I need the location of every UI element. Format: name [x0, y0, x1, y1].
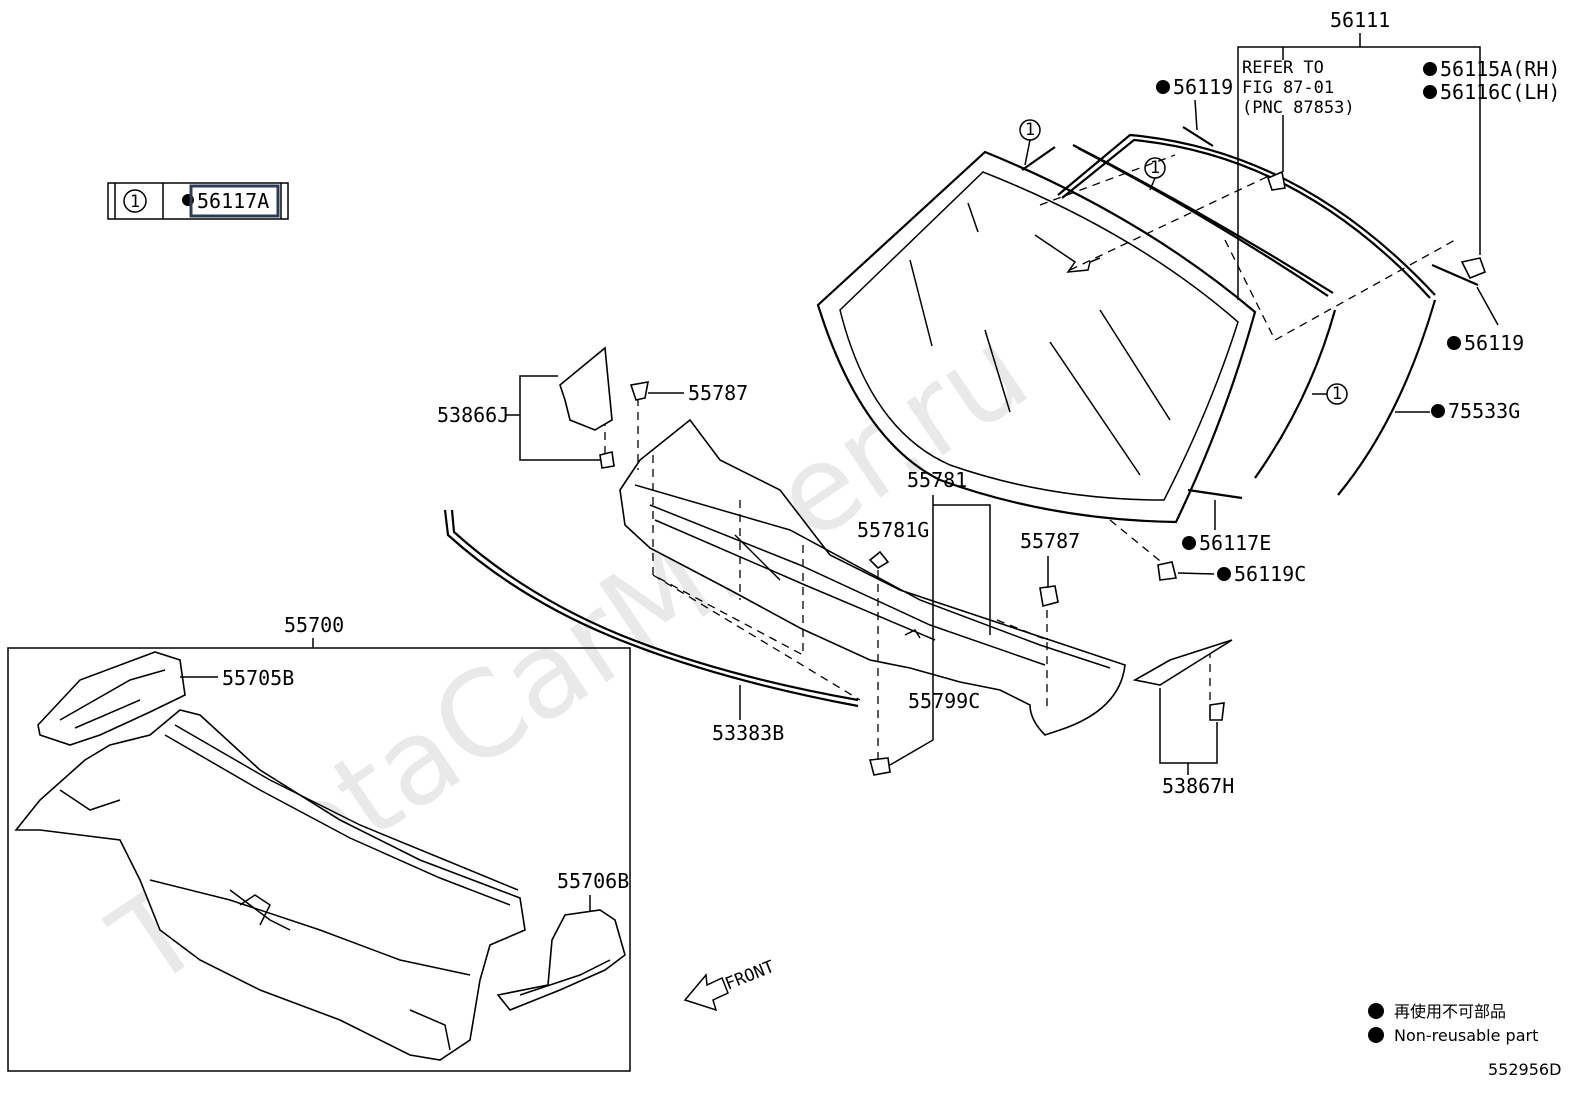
side-molding-rh	[1254, 309, 1337, 479]
dash-panel-box	[7, 647, 631, 1072]
label-56119-right: 56119	[1464, 331, 1524, 355]
svg-text:1: 1	[1332, 384, 1342, 404]
label-75533G: 75533G	[1448, 399, 1520, 423]
non-reusable-dot-icon	[1217, 567, 1231, 581]
reference-table: 1 56117A	[107, 182, 289, 220]
label-53866J: 53866J	[437, 403, 509, 427]
label-55706B: 55706B	[557, 869, 629, 893]
label-56116C: 56116C(LH)	[1440, 80, 1560, 104]
non-reusable-dot-icon	[1447, 336, 1461, 350]
cowl-side-panel-55706B	[496, 909, 626, 1011]
cowl-labels: 53866J 55787 55781 55781G 55787 55799C 5…	[437, 375, 1234, 798]
label-53383B: 53383B	[712, 721, 784, 745]
clip-55787-left	[629, 381, 649, 401]
clip-center	[1267, 170, 1286, 191]
cowl-top-panel	[14, 709, 526, 1061]
cowl-side-seal-53866J	[559, 346, 613, 431]
hood-seal-53383B	[443, 509, 859, 708]
refer-note-line2: FIG 87-01	[1242, 78, 1334, 98]
non-reusable-dot-icon	[1156, 80, 1170, 94]
label-55781G: 55781G	[857, 518, 929, 542]
label-56119-top: 56119	[1173, 75, 1233, 99]
non-reusable-dot-icon	[1368, 1003, 1384, 1019]
front-direction-arrow: FRONT	[683, 957, 777, 1012]
label-56119C: 56119C	[1234, 562, 1306, 586]
molding-56119-right	[1431, 263, 1479, 287]
clip-53867H	[1209, 702, 1225, 721]
label-55787-left: 55787	[688, 381, 748, 405]
non-reusable-dot-icon	[1423, 62, 1437, 76]
label-55700: 55700	[284, 613, 344, 637]
label-55781: 55781	[907, 468, 967, 492]
legend: 再使用不可部品 Non-reusable part	[1368, 1002, 1538, 1045]
clip-56119C	[1157, 561, 1177, 581]
refer-note-line3: (PNC 87853)	[1242, 98, 1355, 118]
label-56111: 56111	[1330, 8, 1390, 32]
refer-note-line1: REFER TO	[1242, 58, 1324, 78]
label-56115A: 56115A(RH)	[1440, 57, 1560, 81]
label-55787-right: 55787	[1020, 529, 1080, 553]
clip-55787-right	[1039, 585, 1059, 607]
ref-table-part: 56117A	[197, 189, 269, 213]
front-arrow-icon	[683, 973, 729, 1012]
label-56117E: 56117E	[1199, 531, 1271, 555]
svg-text:1: 1	[1150, 158, 1160, 178]
svg-text:1: 1	[1025, 120, 1035, 140]
clip-55781G	[868, 550, 890, 570]
part-highlight-box	[189, 184, 280, 218]
molding-left-small	[1021, 146, 1056, 171]
label-55799C: 55799C	[908, 689, 980, 713]
label-53867H: 53867H	[1162, 774, 1234, 798]
windshield-labels: 56111 REFER TO FIG 87-01 (PNC 87853) 561…	[1156, 8, 1560, 586]
non-reusable-dot-icon	[1431, 404, 1445, 418]
clip-53866J	[599, 451, 615, 469]
label-55705B: 55705B	[222, 666, 294, 690]
side-molding-75533G	[1337, 299, 1437, 496]
dash-panel-group: 55700 55705B 55706B	[7, 613, 631, 1072]
cowl-assembly	[443, 346, 1233, 776]
non-reusable-dot-icon	[1423, 85, 1437, 99]
molding-56119-top	[1182, 126, 1214, 147]
clip-56115A	[1460, 257, 1487, 280]
legend-jp: 再使用不可部品	[1394, 1002, 1506, 1021]
front-label: FRONT	[722, 957, 777, 995]
non-reusable-dot-icon	[1368, 1027, 1384, 1043]
ref-circle-number: 1	[130, 192, 140, 212]
clip-55799C	[868, 757, 891, 776]
ref-circle-icon	[123, 189, 147, 213]
non-reusable-dot-icon	[1182, 536, 1196, 550]
cowl-side-seal-53867H	[1132, 639, 1233, 686]
legend-en: Non-reusable part	[1394, 1026, 1538, 1045]
windshield-assembly: 1 1 1	[816, 119, 1487, 581]
figure-id: 552956D	[1488, 1060, 1561, 1079]
windshield-glass-inner	[839, 171, 1239, 501]
